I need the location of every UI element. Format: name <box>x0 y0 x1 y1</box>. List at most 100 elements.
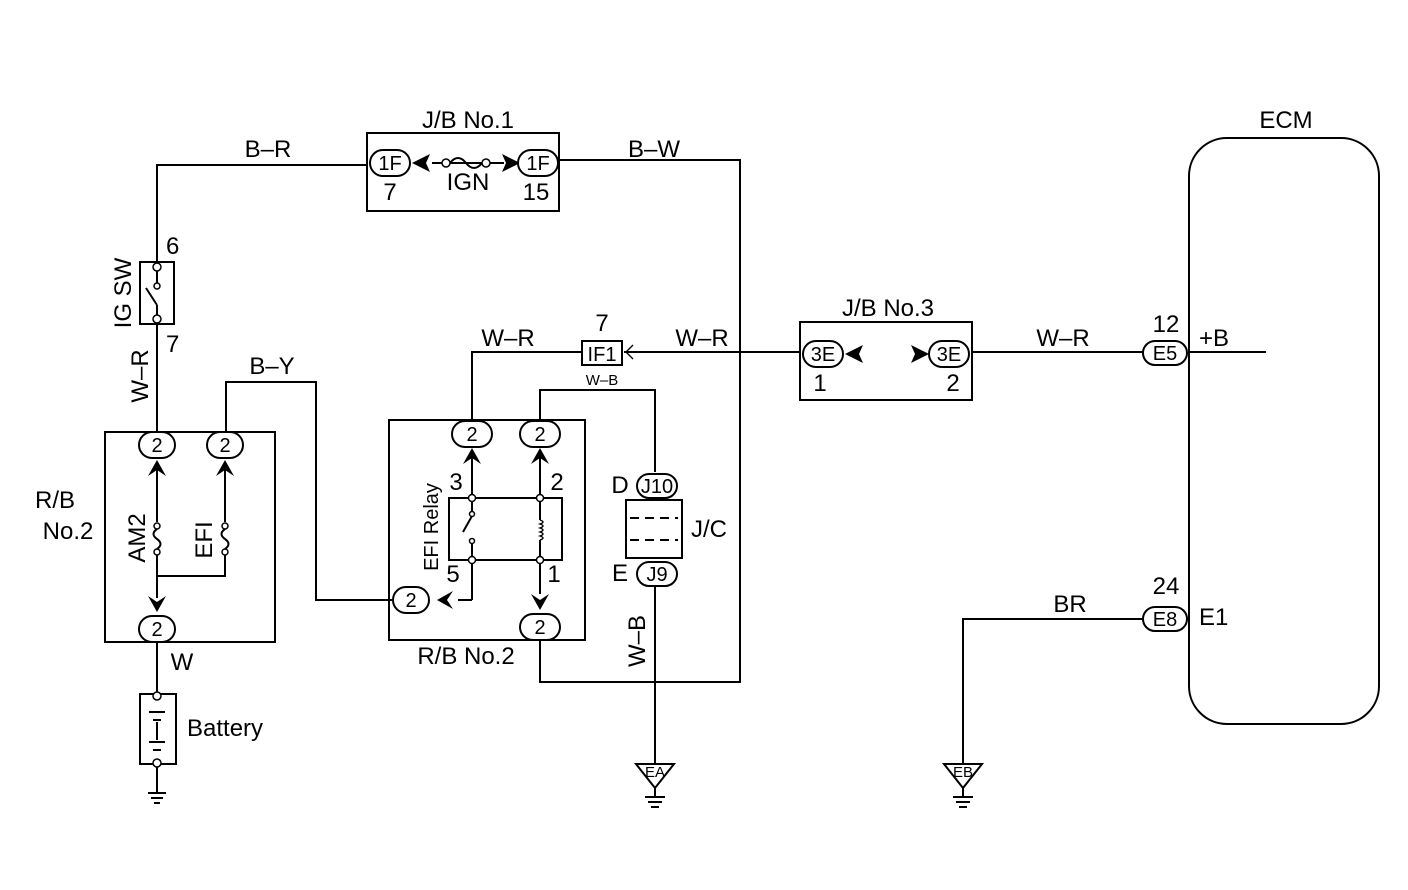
jb1-left-arrow-icon <box>412 154 430 172</box>
relay-pin-5: 5 <box>446 561 459 588</box>
wire-label-w-b-vert: W–B <box>624 615 651 667</box>
svg-text:2: 2 <box>466 424 477 446</box>
ignition-switch: 6 7 IG SW <box>110 233 179 358</box>
svg-text:2: 2 <box>219 435 230 457</box>
jb1-right-arrow-icon <box>502 154 520 172</box>
svg-text:IF1: IF1 <box>588 344 617 366</box>
relay-arrow-3-icon <box>463 448 481 464</box>
wire-label-b-w: B–W <box>628 136 680 163</box>
svg-text:E8: E8 <box>1153 609 1177 631</box>
relay-block-2-fuses: 2 2 2 AM2 EFI <box>104 431 276 643</box>
relay-coil-icon <box>537 519 544 541</box>
ecm-terminal-plus-b: +B <box>1199 325 1229 352</box>
am2-fuse-icon <box>152 528 162 550</box>
wire-b-r <box>156 164 367 262</box>
rb2-left-label-line1: R/B <box>35 487 75 514</box>
svg-text:1F: 1F <box>526 153 549 175</box>
jb3-connector-left <box>802 340 844 368</box>
ecm-connector-e5 <box>1142 340 1188 366</box>
jc-label: J/C <box>691 516 727 543</box>
junction-connector: J10 D J/C J9 E <box>611 472 727 587</box>
jb1-fuse-label: IGN <box>447 169 490 196</box>
efi-fuse-icon <box>220 528 230 550</box>
rb2-left-arrow-a-icon <box>148 460 166 476</box>
ign-fuse-icon <box>449 157 483 169</box>
jb1-connector-right <box>517 149 559 177</box>
relay-contact-icon <box>462 515 473 533</box>
wire-label-w-r-relay: W–R <box>481 325 534 352</box>
svg-text:2: 2 <box>151 435 162 457</box>
jb3-title: J/B No.3 <box>842 295 934 322</box>
efi-relay-label: EFI Relay <box>421 483 443 571</box>
relay-pin-1: 1 <box>547 561 560 588</box>
am2-label: AM2 <box>124 513 151 562</box>
efi-relay-body <box>448 497 563 561</box>
svg-text:3E: 3E <box>937 344 961 366</box>
jb1-pin-right: 15 <box>523 179 550 206</box>
rb2-relay-connector-side <box>392 586 430 614</box>
ecm-terminal-e1: E1 <box>1199 604 1228 631</box>
svg-text:E5: E5 <box>1153 343 1177 365</box>
wire-label-w-r-ecm: W–R <box>1036 325 1089 352</box>
connector-if1: IF1 7 <box>581 310 634 366</box>
jc-bottom-pin: E <box>612 560 628 587</box>
wire-b-y <box>225 381 392 601</box>
ecm-title: ECM <box>1259 107 1312 134</box>
wire-br <box>962 618 1143 764</box>
efi-label: EFI <box>191 521 218 558</box>
relay-pin-3: 3 <box>449 469 462 496</box>
svg-text:J10: J10 <box>641 476 673 498</box>
svg-text:1F: 1F <box>378 153 401 175</box>
junction-block-1: J/B No.1 1F 7 IGN 1F 15 <box>366 107 560 212</box>
ecm-pin-24: 24 <box>1153 573 1180 600</box>
ig-sw-label: IG SW <box>110 257 137 328</box>
jb3-pin-right: 2 <box>946 370 959 397</box>
svg-text:3E: 3E <box>811 344 835 366</box>
rb2-relay-connector-tl <box>451 420 493 448</box>
ig-sw-pin-bottom: 7 <box>166 331 179 358</box>
wire-b-w <box>539 159 741 683</box>
ecm: ECM E5 12 +B E8 24 E1 <box>1142 107 1380 725</box>
ground-ea-icon: EA <box>633 763 677 808</box>
svg-text:2: 2 <box>534 617 545 639</box>
battery-ground-icon <box>148 792 166 804</box>
battery: Battery <box>139 691 263 804</box>
wire-label-b-r: B–R <box>245 136 292 163</box>
ecm-connector-e8 <box>1142 606 1188 632</box>
svg-text:2: 2 <box>534 424 545 446</box>
wire-label-w-b-top: W–B <box>586 372 619 389</box>
svg-text:EB: EB <box>953 764 973 781</box>
jb1-connector-left <box>369 149 411 177</box>
jb3-pin-left: 1 <box>813 370 826 397</box>
ig-sw-pin-top: 6 <box>166 233 179 260</box>
rb2-left-connector-a <box>138 431 176 459</box>
svg-text:EA: EA <box>645 764 665 781</box>
jc-bottom-connector <box>636 561 678 587</box>
wire-label-b-y: B–Y <box>249 353 294 380</box>
relay-block-2-efi-relay: 2 2 2 2 3 2 5 1 EFI Relay <box>388 419 586 641</box>
if1-pin: 7 <box>595 310 608 337</box>
jb3-left-arrow-icon <box>845 345 863 363</box>
rb2-left-connector-b <box>206 431 244 459</box>
jb3-connector-right <box>928 340 970 368</box>
svg-text:J9: J9 <box>646 564 667 586</box>
rb2-left-label-line2: No.2 <box>43 518 94 545</box>
svg-text:2: 2 <box>151 619 162 641</box>
wire-label-w: W <box>171 649 194 676</box>
rb2-left-arrow-b-icon <box>216 460 234 476</box>
switch-contact-icon <box>145 287 158 306</box>
junction-block-3: J/B No.3 3E 3E 1 2 <box>799 295 973 401</box>
jb3-right-arrow-icon <box>911 345 929 363</box>
wire-w-r-relay <box>471 351 582 420</box>
jb1-pin-left: 7 <box>383 179 396 206</box>
svg-text:2: 2 <box>405 590 416 612</box>
wire-label-br: BR <box>1053 591 1086 618</box>
jc-top-connector <box>636 473 678 499</box>
rb2-left-connector-c <box>138 615 176 643</box>
relay-arrow-5-icon <box>437 591 453 609</box>
wire-label-w-r-mid: W–R <box>675 325 728 352</box>
wire-w-b-top <box>539 389 656 472</box>
rb2-relay-label: R/B No.2 <box>417 643 514 670</box>
battery-label: Battery <box>187 715 263 742</box>
